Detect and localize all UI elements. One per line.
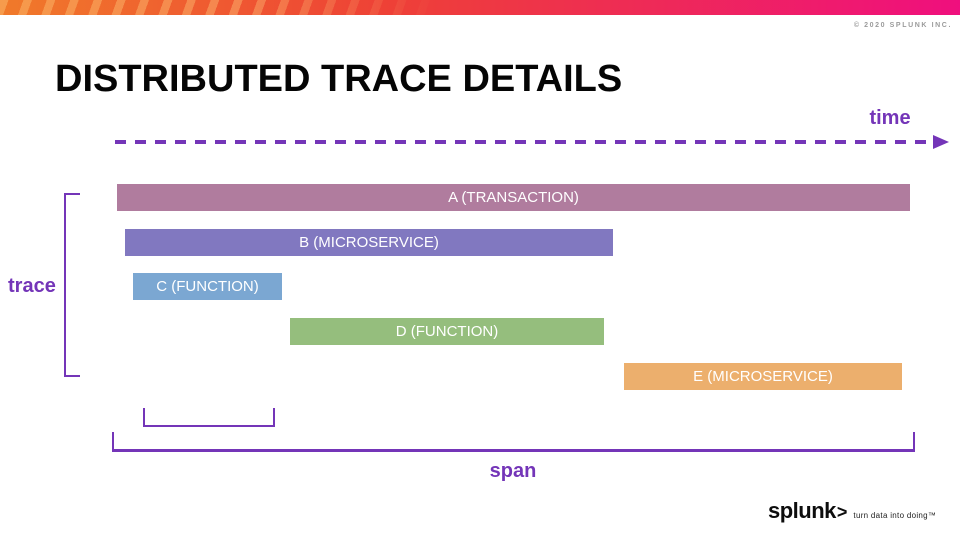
banner-diagonal-stripes	[0, 0, 442, 15]
splunk-wordmark: splunk	[768, 498, 836, 523]
trace-bar-c: C (FUNCTION)	[133, 273, 282, 300]
splunk-chevron-icon: >	[836, 502, 848, 522]
splunk-tagline: turn data into doing™	[853, 511, 937, 520]
span-bracket-small	[143, 408, 275, 427]
trace-bar-b: B (MICROSERVICE)	[125, 229, 613, 256]
time-axis-label: time	[869, 107, 911, 129]
trace-bar-a: A (TRANSACTION)	[117, 184, 910, 211]
span-bracket-large	[112, 432, 915, 452]
trace-bar-d-label: D (FUNCTION)	[395, 323, 499, 340]
time-axis-arrowhead-icon	[933, 135, 949, 149]
trace-bracket	[64, 193, 80, 377]
trace-label: trace	[8, 275, 56, 297]
trace-bar-a-label: A (TRANSACTION)	[448, 189, 579, 206]
trace-bar-e: E (MICROSERVICE)	[624, 363, 902, 390]
copyright-text: © 2020 SPLUNK INC.	[853, 22, 952, 29]
span-label: span	[489, 460, 537, 482]
page-title: DISTRIBUTED TRACE DETAILS	[55, 58, 623, 100]
trace-bar-b-label: B (MICROSERVICE)	[299, 234, 439, 251]
trace-bar-e-label: E (MICROSERVICE)	[693, 368, 833, 385]
top-gradient-banner	[0, 0, 960, 15]
time-axis-dashed-line	[115, 140, 933, 144]
trace-bar-d: D (FUNCTION)	[290, 318, 604, 345]
trace-bar-c-label: C (FUNCTION)	[156, 278, 259, 295]
splunk-logo: splunk > turn data into doing™	[768, 498, 936, 524]
